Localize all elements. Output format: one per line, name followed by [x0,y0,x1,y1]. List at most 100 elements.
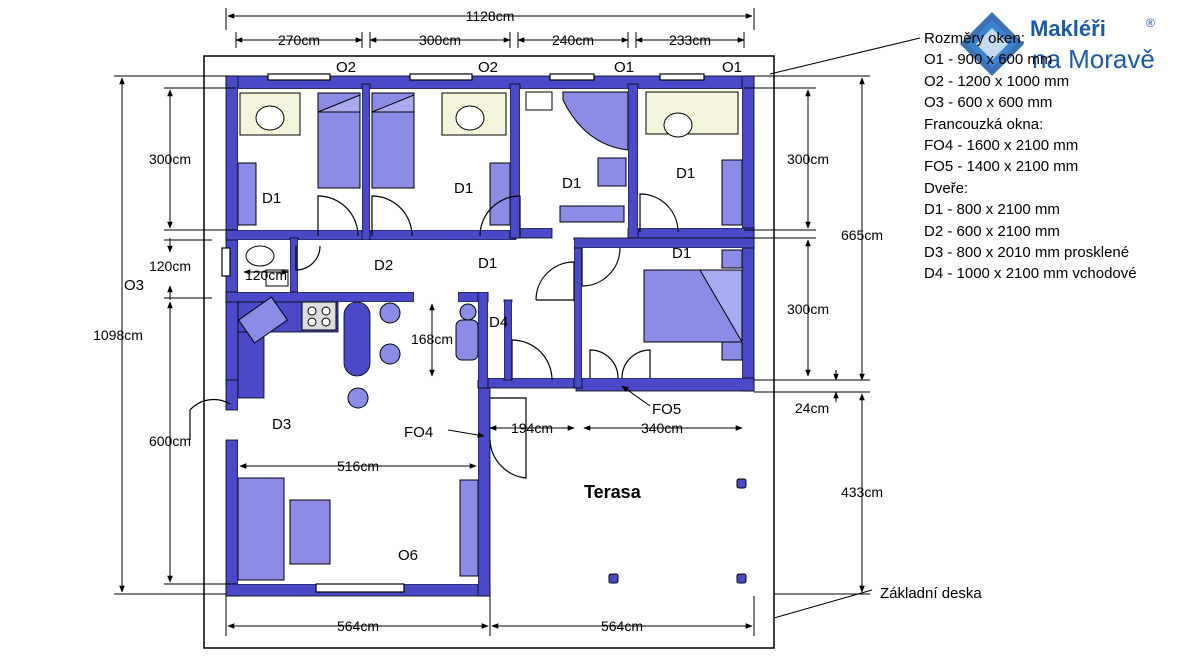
windows [221,73,705,593]
label-d1-f: D1 [672,245,691,262]
dim-168: 168cm [411,331,453,347]
legend-line: FO4 - 1600 x 2100 mm [924,137,1079,155]
label-d1-b: D1 [454,180,473,197]
legend-line: D3 - 800 x 2010 mm prosklené [924,244,1130,262]
label-d4: D4 [489,314,508,331]
shower [597,157,627,187]
label-terasa: Terasa [584,482,642,502]
wall-bedrooms-bottom [225,229,517,241]
dim-left-top: 300cm [149,151,191,167]
legend-line: FO5 - 1400 x 2100 mm [924,158,1079,176]
brand-subtitle: na Moravě [1032,44,1155,74]
label-o2-right: O2 [478,59,498,76]
label-o1-left: O1 [614,59,634,76]
wall-left-lower [225,439,239,597]
wall-bath-left [509,83,521,239]
legend: Rozměry oken: O1 - 900 x 600 mm O2 - 120… [924,28,1194,285]
legend-line: O1 - 900 x 600 mm [924,51,1053,69]
dim-bottom-1: 564cm [337,618,379,634]
wall-hall-right [573,237,583,389]
sink [237,296,289,344]
wall-wc-right [289,237,299,301]
wall-room4-bottom [629,227,755,239]
dim-top-2: 300cm [419,32,461,48]
brand-registered-mark: ® [1146,16,1155,30]
kitchen-furniture [237,296,401,409]
chair [347,387,369,409]
wardrobe [721,159,743,226]
legend-line: Francouzká okna: [924,115,1044,133]
stove [301,301,337,331]
dim-left-mid: 120cm [149,258,191,274]
wall-bed-divider [361,83,371,241]
dimension-lines [114,8,921,636]
label-d3: D3 [272,416,291,433]
dim-right-top: 300cm [787,151,829,167]
dim-right-gap: 24cm [795,400,829,416]
label-d1-d: D1 [676,165,695,182]
element-labels: O2 O2 O1 O1 O3 O6 D1 D1 D1 D1 D1 D1 D2 D… [124,59,982,602]
base-slab [203,55,775,649]
wall-bedroom-top [573,237,755,249]
chair [379,343,401,365]
wall-kitchen-top [225,291,415,303]
wall-right-living [477,379,491,597]
legend-line: D4 - 1000 x 2100 mm vchodové [924,265,1137,283]
dimension-texts: 1128cm 270cm 300cm 240cm 233cm 1098cm 30… [93,8,883,634]
label-fo4: FO4 [404,424,433,441]
dim-top-3: 240cm [552,32,594,48]
toilet [245,245,275,267]
legend-line: O2 - 1200 x 1000 mm [924,72,1070,90]
dim-bottom-2: 564cm [601,618,643,634]
nightstand [721,249,743,269]
wall-hall-divider [503,299,513,381]
wardrobe [237,162,257,226]
label-fo5: FO5 [652,401,681,418]
dim-top-1: 270cm [278,32,320,48]
tv-unit [459,479,479,577]
dim-right-bottom: 433cm [841,484,883,500]
wall-pantry-left [477,291,489,389]
label-d2: D2 [374,257,393,274]
dim-right-mid: 300cm [787,301,829,317]
label-d1-c: D1 [562,175,581,192]
legend-line: Dveře: [924,179,969,197]
legend-line: D1 - 800 x 2100 mm [924,201,1060,219]
diamond-logo-icon [960,12,1024,76]
brand-name: Makléři [1030,16,1106,41]
wall-left-living [225,379,239,411]
window-o2-left [267,73,331,81]
dim-bedroom: 340cm [641,420,683,436]
label-o1-right: O1 [722,59,742,76]
legend-line: D2 - 600 x 2100 mm [924,222,1060,240]
legend-line: O3 - 600 x 600 mm [924,94,1053,112]
wall-bottom-bedroom [575,377,755,392]
furniture [237,91,743,581]
washbasin [525,91,553,111]
brand-logo[interactable]: Makléři ® na Moravě [958,10,1188,82]
wall-bath-right [627,83,639,239]
wall-living-hall [477,377,579,389]
dim-right-total: 665cm [841,227,883,243]
bench [559,205,625,223]
dim-120-inner: 120cm [245,267,287,283]
label-d1-a: D1 [262,190,281,207]
terrace-posts [608,478,747,584]
nightstand [721,341,743,361]
doors [189,193,679,479]
window-o6 [315,583,405,593]
dim-hall: 194cm [511,420,553,436]
sofa [237,477,285,581]
label-zakladni-deska: Základní deska [880,585,982,602]
coffee-table [289,499,331,565]
window-o2-right [409,73,473,81]
dim-left-bottom: 600cm [149,433,191,449]
legend-title: Rozměry oken: [924,30,1025,47]
label-o3: O3 [124,277,144,294]
dim-living: 516cm [337,458,379,474]
dim-total-width: 1128cm [466,8,515,24]
window-o1-left [549,73,595,81]
window-o3 [221,247,231,277]
chair [379,302,401,324]
